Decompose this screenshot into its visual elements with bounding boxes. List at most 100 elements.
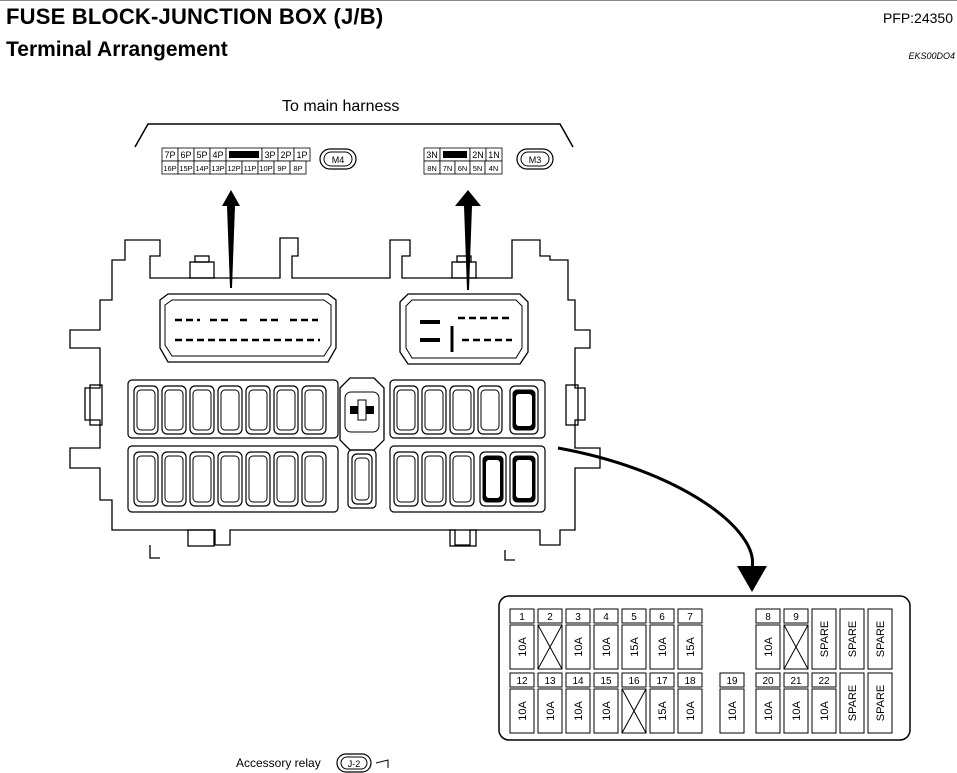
fuse-rating: 10A bbox=[601, 701, 613, 721]
harness-bracket bbox=[134, 123, 574, 148]
fuse-slot bbox=[301, 451, 327, 507]
fuse-number: 3 bbox=[575, 612, 581, 623]
connector-m3-badge: M3 bbox=[516, 148, 554, 170]
accessory-relay-label: Accessory relay bbox=[236, 756, 321, 770]
accessory-relay-badge: J-2 bbox=[336, 753, 389, 773]
fuse-slot bbox=[217, 451, 243, 507]
connector-pin-label: 6P bbox=[180, 150, 191, 160]
connector-pin-label: 3N bbox=[426, 150, 438, 160]
fuse-rating: SPARE bbox=[875, 685, 887, 721]
top-rule bbox=[0, 0, 957, 1]
fuse-slot bbox=[273, 451, 299, 507]
fuse-rating: SPARE bbox=[875, 621, 887, 657]
connector-pin-label: 7N bbox=[443, 164, 453, 173]
fuse-number: 1 bbox=[519, 612, 525, 623]
fuse-slot bbox=[421, 385, 447, 435]
callout-arrow-head bbox=[737, 566, 767, 592]
fuse-number: 7 bbox=[687, 612, 693, 623]
fuse-number: 13 bbox=[544, 676, 556, 687]
connector-m4-id: M4 bbox=[332, 155, 345, 165]
connector-pin-label: 10P bbox=[259, 164, 272, 173]
fuse-cell: 9X bbox=[783, 608, 809, 670]
fuse-table-cells: 110A2X310A410A515A610A715A810A9XSPARESPA… bbox=[509, 608, 893, 734]
fuse-rating: 10A bbox=[517, 701, 529, 721]
fuse-number: 5 bbox=[631, 612, 637, 623]
accessory-relay-id: J-2 bbox=[348, 759, 361, 769]
connector-pin-label: 5P bbox=[196, 150, 207, 160]
connector-pin-label: 13P bbox=[211, 164, 224, 173]
fuse-cell: SPARE bbox=[839, 608, 865, 670]
fuse-number: 14 bbox=[572, 676, 584, 687]
fuse-rating: 10A bbox=[763, 701, 775, 721]
fuse-cell: 2X bbox=[537, 608, 563, 670]
fuse-slot bbox=[421, 451, 447, 507]
fuse-rating: 10A bbox=[685, 701, 697, 721]
fuse-cell: 16X bbox=[621, 672, 647, 734]
fuse-number: 6 bbox=[659, 612, 665, 623]
connector-pin-label: 8P bbox=[293, 164, 302, 173]
fuse-slot bbox=[449, 385, 475, 435]
fuse-number: 9 bbox=[793, 612, 799, 623]
connector-pin-label: 9P bbox=[277, 164, 286, 173]
connector-pin-label: 16P bbox=[163, 164, 176, 173]
fuse-number: 15 bbox=[600, 676, 612, 687]
blocked-pin-marker bbox=[229, 151, 259, 158]
fuse-slot bbox=[133, 385, 159, 435]
fuse-cell: SPARE bbox=[867, 672, 893, 734]
connector-pin-label: 5N bbox=[473, 164, 483, 173]
callout-arrow bbox=[557, 446, 755, 569]
fuse-number: 16 bbox=[628, 676, 640, 687]
connector-pin-label: 4P bbox=[212, 150, 223, 160]
fuse-rating: 15A bbox=[629, 637, 641, 657]
fuse-rating: 15A bbox=[685, 637, 697, 657]
connector-pin-label: 7P bbox=[164, 150, 175, 160]
connector-m3-id: M3 bbox=[529, 155, 542, 165]
fuse-slot bbox=[477, 385, 503, 435]
connector-pin-label: 1P bbox=[296, 150, 307, 160]
fuse-slot bbox=[161, 451, 187, 507]
fuse-cell: 5 15A bbox=[621, 608, 647, 670]
fuse-slot bbox=[273, 385, 299, 435]
fuse-slots bbox=[127, 379, 546, 513]
fuse-rating: 10A bbox=[819, 701, 831, 721]
connector-pin-label: 3P bbox=[264, 150, 275, 160]
fuse-number: 18 bbox=[684, 676, 696, 687]
m4-socket bbox=[159, 293, 337, 363]
arrow-to-m3 bbox=[455, 190, 481, 290]
fuse-rating: 10A bbox=[791, 701, 803, 721]
connector-pin-label: 14P bbox=[195, 164, 208, 173]
fuse-number: 12 bbox=[516, 676, 528, 687]
fuse-cell: SPARE bbox=[839, 672, 865, 734]
fuse-slot bbox=[393, 385, 419, 435]
fuse-cell: 15 10A bbox=[593, 672, 619, 734]
fuse-number: 19 bbox=[726, 676, 738, 687]
fuse-slot bbox=[301, 385, 327, 435]
relay-socket bbox=[339, 377, 385, 451]
fuse-slot bbox=[245, 451, 271, 507]
fuse-rating: SPARE bbox=[819, 621, 831, 657]
connector-pin-label: 1N bbox=[488, 150, 500, 160]
fuse-slot bbox=[393, 451, 419, 507]
doc-code: EKS00DO4 bbox=[908, 51, 955, 61]
fuse-slot bbox=[449, 451, 475, 507]
fuse-cell: SPARE bbox=[811, 608, 837, 670]
connector-pin-label: 12P bbox=[227, 164, 240, 173]
arrow-to-m4 bbox=[222, 190, 240, 288]
harness-label: To main harness bbox=[282, 98, 400, 115]
fuse-slot bbox=[189, 451, 215, 507]
fuse-rating: 10A bbox=[763, 637, 775, 657]
fuse-cell: 14 10A bbox=[565, 672, 591, 734]
fuse-rating: 10A bbox=[573, 701, 585, 721]
fuse-cell: SPARE bbox=[867, 608, 893, 670]
fuse-rating: SPARE bbox=[847, 621, 859, 657]
